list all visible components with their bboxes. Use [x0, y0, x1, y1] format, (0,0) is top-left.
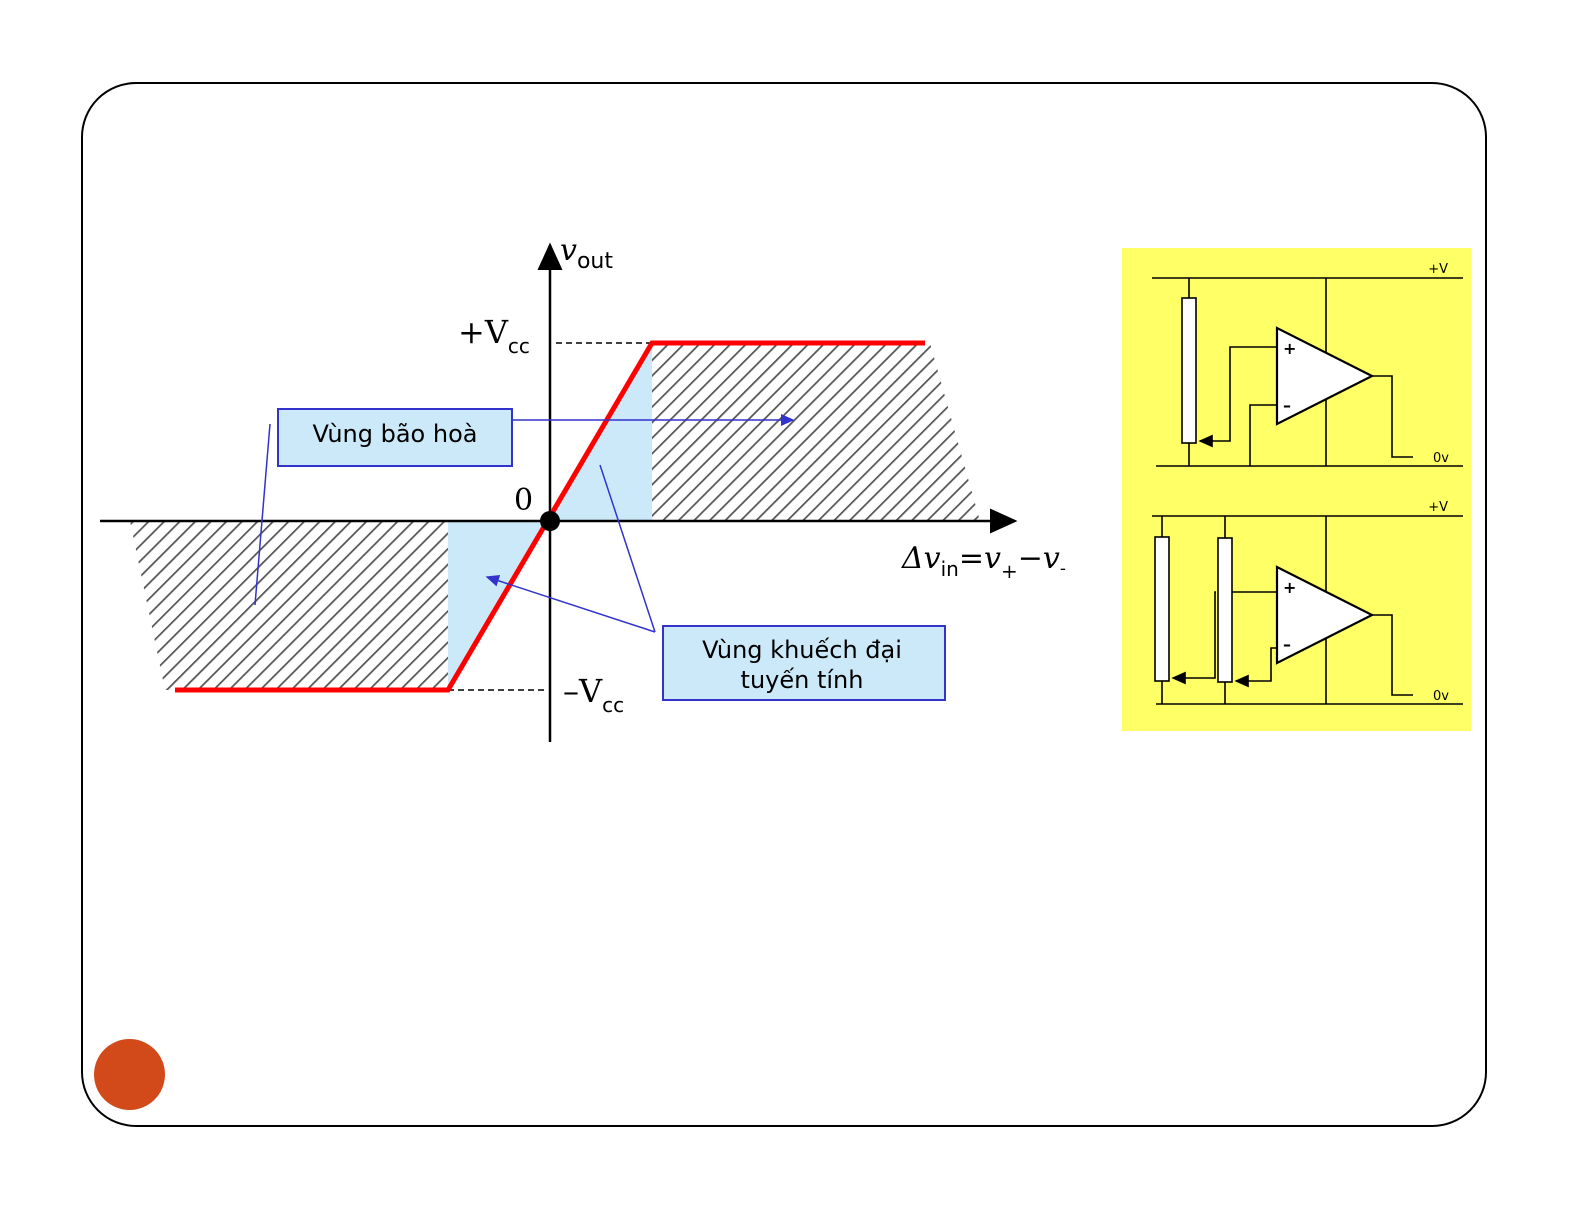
pos-vcc-sub: cc	[508, 334, 530, 358]
saturation-region-positive	[652, 343, 980, 521]
saturation-label-box	[277, 408, 513, 467]
bottom-rail-label: 0v	[1433, 689, 1449, 704]
bottom-rail-label: 0v	[1433, 451, 1449, 466]
opamp-plus: +	[1283, 339, 1296, 358]
x-axis-minus-sub: -	[1060, 558, 1066, 579]
opamp-symbol	[1275, 565, 1375, 665]
neg-vcc-label: –V	[563, 672, 603, 710]
origin-label: 0	[514, 483, 533, 518]
svg-text:Δvin=v+−v-: Δvin=v+−v-	[901, 541, 1066, 583]
neg-vcc-sub: cc	[602, 693, 624, 717]
x-axis-label: Δv	[901, 541, 941, 576]
potentiometer	[1217, 537, 1233, 683]
linear-pointer-upper	[599, 464, 656, 633]
x-axis-minus: −v	[1018, 541, 1060, 576]
x-axis-plus: +	[1001, 559, 1018, 583]
linear-label-line2: tuyến tính	[741, 666, 864, 694]
opamp-minus: –	[1283, 635, 1291, 654]
circuit-single-pot	[1152, 277, 1463, 467]
origin-point	[540, 511, 560, 531]
circuit-dual-pot	[1152, 515, 1463, 705]
y-axis-label: v	[560, 233, 577, 268]
x-axis-sub: in	[941, 557, 959, 581]
saturation-region-negative	[130, 521, 448, 690]
slide-frame	[81, 82, 1487, 1127]
linear-label-line1: Vùng khuếch đại	[702, 636, 902, 664]
svg-text:+Vcc: +Vcc	[458, 313, 530, 358]
linear-pointer-lower	[485, 575, 656, 633]
potentiometer	[1181, 297, 1197, 444]
opamp-minus: –	[1283, 396, 1291, 415]
circuit-panel	[1122, 248, 1471, 731]
saturation-label: Vùng bão hoà	[313, 420, 478, 448]
opamp-plus: +	[1283, 578, 1296, 597]
y-axis-sub: out	[577, 249, 613, 274]
top-rail-label: +V	[1428, 262, 1448, 277]
x-axis-eq: =v	[959, 541, 1001, 576]
pos-vcc-label: +V	[458, 313, 509, 351]
slide-bullet-dot	[94, 1039, 165, 1110]
saturation-pointer-left	[254, 423, 271, 606]
svg-text:vout: vout	[560, 233, 613, 274]
opamp-symbol	[1275, 326, 1375, 426]
svg-text:–Vcc: –Vcc	[563, 672, 624, 717]
potentiometer	[1154, 536, 1170, 682]
linear-label-box	[662, 625, 946, 701]
top-rail-label: +V	[1428, 500, 1448, 515]
